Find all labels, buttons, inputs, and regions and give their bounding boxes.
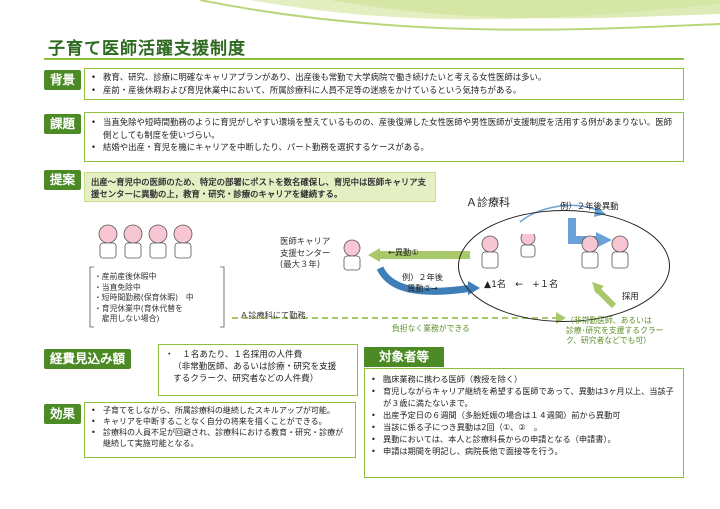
proposal-band: 出産～育児中の医師のため、特定の部署にポストを数名確保し、育児中は医師キャリア支… bbox=[84, 172, 436, 202]
hire-label: 採用 bbox=[622, 291, 639, 301]
career-center-label: 医師キャリア 支援センター (最大３年) bbox=[280, 236, 331, 269]
target-item: 当該に係る子につき異動は2回（①、② 。 bbox=[369, 421, 679, 433]
transfer2-label: 例）２年後 異動②→ bbox=[402, 272, 443, 293]
effect-box: 子育てをしながら、所属診療科の継続したスキルアップが可能。 キャリアを中断するこ… bbox=[84, 402, 356, 458]
effect-item: 診療科の人員不足が回避され、診療科における教育・研究・診療が継続して実施可能とな… bbox=[89, 427, 351, 449]
dept-a-ellipse bbox=[458, 210, 670, 322]
cost-line2: （非常勤医師、あるいは診療・研究を支援 するクラーク、研究者などの人件費） bbox=[173, 362, 337, 384]
cost-line1: ・ １名あたり、１名採用の人件費 bbox=[165, 350, 303, 360]
doctor-group-icon bbox=[98, 224, 193, 259]
center-doctor-icon bbox=[343, 239, 361, 271]
header-swoosh bbox=[199, 0, 720, 31]
effect-tag: 効果 bbox=[44, 404, 82, 424]
staff-count-label: ▲1名 ← +１名 bbox=[484, 279, 559, 290]
work-in-dept-label: Ａ診療科にて勤務 bbox=[240, 310, 306, 320]
background-item: 産前・産後休暇および育児休業中において、所属診療科に人員不足等の迷惑をかけている… bbox=[89, 84, 679, 97]
dept-doctor-icons bbox=[481, 234, 629, 269]
background-item: 教育、研究、診療に明確なキャリアプランがあり、出産後も常勤で大学病院で働き続けた… bbox=[89, 71, 679, 84]
issues-box: 当直免除や短時間勤務のように育児がしやすい環境を整えているものの、産後復帰した女… bbox=[84, 112, 684, 162]
transfer1-label: ←異動① bbox=[388, 247, 419, 257]
target-item: 育児しながらキャリア継続を希望する医師であって、異動は3ヶ月以上、当該子が３歳に… bbox=[369, 385, 679, 409]
example-2yr-label: 例）２年後異動 bbox=[560, 201, 619, 211]
issues-item: 当直免除や短時間勤務のように育児がしやすい環境を整えているものの、産後復帰した女… bbox=[89, 116, 679, 141]
leave-bracket bbox=[89, 266, 225, 328]
issues-item: 結婚や出産・育児を機にキャリアを中断したり、パート勤務を選択するケースがある。 bbox=[89, 141, 679, 154]
page-title: 子育て医師活躍支援制度 bbox=[48, 39, 246, 59]
leave-types-list: ・産前産後休暇中 ・当直免除中 ・短時間勤務(保育休暇) 中 ・育児休業中(育休… bbox=[94, 272, 194, 323]
cost-tag: 経費見込み額 bbox=[44, 349, 132, 369]
no-burden-label: 負担なく業務ができる bbox=[392, 324, 470, 333]
target-item: 出産予定日の６週間（多胎妊娠の場合は１４週間）前から異動可 bbox=[369, 409, 679, 421]
dept-a-title: Ａ診療科 bbox=[466, 196, 510, 209]
proposal-tag: 提案 bbox=[44, 170, 82, 190]
nonregular-note: （非常勤医師、あるいは 診療･研究を支援するクラー ク、研究者などでも可） bbox=[566, 316, 664, 345]
title-underline bbox=[44, 58, 684, 60]
effect-item: キャリアを中断することなく自分の将来を描くことができる。 bbox=[89, 416, 351, 427]
issues-tag: 課題 bbox=[44, 114, 82, 134]
cost-box: ・ １名あたり、１名採用の人件費 （非常勤医師、あるいは診療・研究を支援 するク… bbox=[158, 344, 358, 396]
target-item: 臨床業務に携わる医師（教授を除く） bbox=[369, 373, 679, 385]
target-tag: 対象者等 bbox=[364, 347, 444, 367]
background-tag: 背景 bbox=[44, 70, 82, 90]
target-item: 申請は期間を明記し、病院長他で面接等を行う。 bbox=[369, 445, 679, 457]
background-box: 教育、研究、診療に明確なキャリアプランがあり、出産後も常勤で大学病院で働き続けた… bbox=[84, 68, 684, 100]
target-item: 異動においては、本人と診療科長からの申請となる（申請書）。 bbox=[369, 433, 679, 445]
effect-item: 子育てをしながら、所属診療科の継続したスキルアップが可能。 bbox=[89, 405, 351, 416]
target-box: 臨床業務に携わる医師（教授を除く） 育児しながらキャリア継続を希望する医師であっ… bbox=[364, 368, 684, 478]
